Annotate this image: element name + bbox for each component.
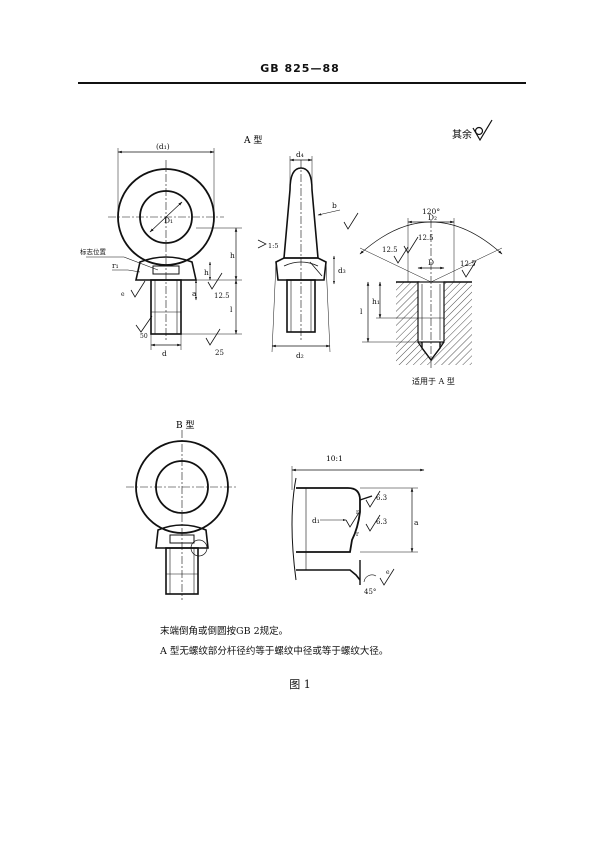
tapped-hole-labels: 120° D₂ D l h₁ 12.5 12.5 12.5 适用于 A 型 — [360, 207, 476, 386]
note-shank-diameter: A 型无螺纹部分杆径约等于螺纹中径或等于螺纹大径。 — [160, 646, 389, 657]
dim-D: D — [428, 258, 434, 267]
dim-r-detail: r — [356, 509, 359, 516]
dim-D1: D₁ — [164, 216, 173, 225]
dim-d4: d₄ — [296, 150, 304, 159]
figure-caption: 图 1 — [289, 678, 311, 691]
detail-labels: d₁ a r r 6.3 6.3 45° e — [312, 494, 419, 596]
roughness-12-5-c: 12.5 — [418, 234, 434, 242]
dim-d3: d₃ — [338, 266, 346, 275]
dim-r-detail-2: r — [356, 531, 359, 538]
roughness-12-5-a: 12.5 — [214, 292, 230, 300]
angle-120: 120° — [422, 207, 440, 216]
dim-e: e — [121, 291, 125, 298]
header-rule — [78, 82, 526, 84]
dim-a: a — [192, 289, 197, 298]
roughness-12-5-d: 12.5 — [460, 260, 476, 268]
angle-45: 45° — [364, 588, 376, 596]
dim-d1-paren: (d₁) — [156, 142, 170, 151]
taper-label: 1:5 — [268, 242, 278, 250]
detail-view — [291, 466, 425, 586]
standard-number: GB 825—88 — [260, 62, 340, 75]
dim-a-detail: a — [414, 518, 419, 527]
applies-to-a-label: 适用于 A 型 — [412, 376, 455, 386]
dim-l-hole: l — [360, 307, 363, 316]
type-a-side-view — [257, 156, 359, 353]
rest-roughness-symbol — [472, 119, 493, 142]
dim-h: h — [230, 251, 235, 260]
rest-roughness-label: 其余 — [452, 128, 472, 141]
dim-D2: D₂ — [428, 213, 437, 222]
detail-scale-label: 10:1 — [326, 454, 343, 463]
dim-d2: d₂ — [296, 351, 304, 360]
roughness-12-5-b: 12.5 — [382, 246, 398, 254]
dim-d1-detail: d₁ — [312, 516, 320, 525]
type-a-front-labels: (d₁) D₁ h l h a d 标志位置 r₁ e 12.5 25 50 — [80, 142, 235, 358]
type-a-side-labels: d₄ d₂ d₃ b 1:5 — [268, 150, 346, 360]
note-chamfer: 末端倒角或倒圆按GB 2规定。 — [160, 626, 289, 637]
dim-l: l — [230, 305, 233, 314]
mark-position-label: 标志位置 — [80, 247, 107, 256]
dim-h1: h₁ — [372, 297, 380, 306]
dim-h-small: h — [204, 268, 209, 277]
type-b-front-view — [126, 430, 238, 600]
type-b-label: B 型 — [176, 420, 194, 431]
roughness-25: 25 — [215, 349, 224, 357]
roughness-6-3-b: 6.3 — [376, 518, 387, 526]
type-a-label: A 型 — [243, 135, 262, 146]
roughness-50: 50 — [140, 333, 148, 340]
dim-e-detail: e — [386, 569, 390, 576]
dim-d: d — [162, 349, 167, 358]
tapped-hole-section — [359, 218, 503, 370]
dim-b: b — [332, 201, 337, 210]
dim-r1: r₁ — [112, 261, 119, 270]
roughness-6-3-a: 6.3 — [376, 494, 387, 502]
type-a-front-view — [86, 148, 242, 350]
